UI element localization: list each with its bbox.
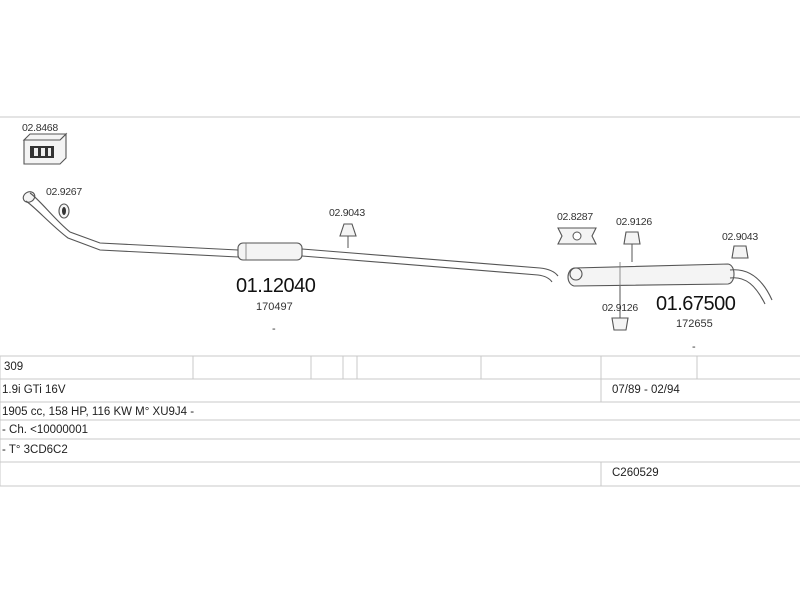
svg-text:-: - xyxy=(692,341,696,353)
rear-hanger-bottom-label: 02.9126 xyxy=(602,302,638,314)
flange-clamp-label: 02.8287 xyxy=(557,211,593,223)
rear-hanger-end-label: 02.9043 xyxy=(722,231,758,243)
vehicle-table: 309 1.9i GTi 16V 07/89 - 02/94 1905 cc, … xyxy=(0,355,800,487)
dates-cell: 07/89 - 02/94 xyxy=(612,384,680,396)
svg-text:-: - xyxy=(272,323,276,335)
flange-clamp-icon[interactable] xyxy=(557,227,597,245)
chassis-cell: - Ch. <10000001 xyxy=(2,424,88,436)
engine-cell: 1.9i GTi 16V xyxy=(2,384,66,396)
front-clamp-icon[interactable] xyxy=(58,203,70,219)
middle-silencer[interactable] xyxy=(237,242,303,261)
rear-silencer-number: 01.67500 xyxy=(656,293,736,315)
rear-silencer-ref: 172655 xyxy=(676,318,713,330)
spec-cell: 1905 cc, 158 HP, 116 KW M° XU9J4 - xyxy=(2,406,194,418)
rear-silencer[interactable] xyxy=(567,262,773,305)
intermediate-pipe[interactable] xyxy=(301,248,559,283)
middle-silencer-ref: 170497 xyxy=(256,301,293,313)
rear-hanger-top-icon[interactable] xyxy=(623,231,641,262)
model-cell: 309 xyxy=(4,361,23,373)
type-cell: - T° 3CD6C2 xyxy=(2,444,68,456)
front-pipe[interactable] xyxy=(21,190,239,258)
front-clamp-label: 02.9267 xyxy=(46,186,82,198)
middle-hanger-label: 02.9043 xyxy=(329,207,365,219)
middle-silencer-number: 01.12040 xyxy=(236,275,316,297)
rear-hanger-bottom-icon[interactable] xyxy=(611,286,629,331)
code-cell: C260529 xyxy=(612,467,659,479)
middle-hanger-icon[interactable] xyxy=(339,223,357,248)
mounting-kit-icon[interactable] xyxy=(22,132,68,165)
mounting-kit-label: 02.8468 xyxy=(22,122,58,134)
rear-hanger-end-icon[interactable] xyxy=(731,245,749,259)
rear-hanger-top-label: 02.9126 xyxy=(616,216,652,228)
